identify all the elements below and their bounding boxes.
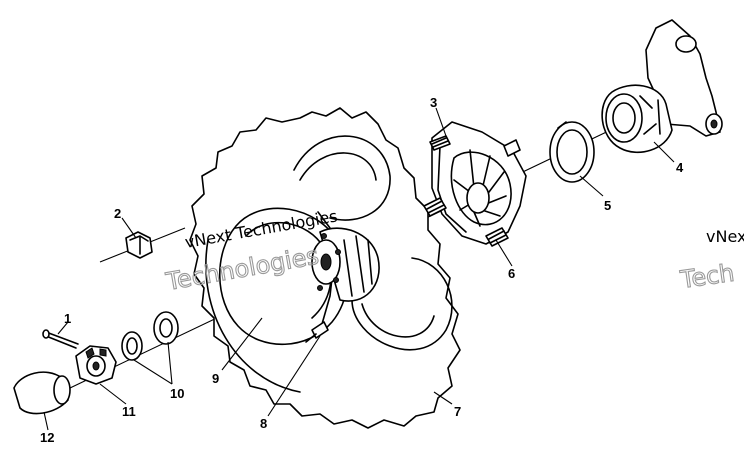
tire-face-curve (205, 239, 301, 393)
wheel-stud-mid (423, 197, 447, 217)
leader-lines (43, 107, 675, 431)
watermark-edge-text: vNex (706, 227, 744, 246)
callout-4: 4 (676, 160, 684, 175)
snap-ring (549, 121, 595, 183)
wheel-stud-top (429, 135, 451, 151)
dust-cap (13, 371, 71, 415)
callout-2: 2 (114, 206, 121, 221)
rim-center-bore (311, 239, 341, 285)
watermark-edge-outline-text: Tech (678, 259, 736, 294)
castle-nut (75, 345, 117, 385)
callout-6: 6 (508, 266, 515, 281)
cotter-pin (42, 329, 79, 349)
tire-sidewall-lower-inner (361, 303, 435, 338)
callout-9: 9 (212, 371, 219, 386)
callout-7: 7 (454, 404, 461, 419)
tire-sidewall-lower (351, 257, 453, 351)
callout-3: 3 (430, 95, 437, 110)
steering-knuckle (601, 19, 723, 154)
hub-center (466, 182, 490, 214)
wheel-stud-upper-right (503, 139, 521, 157)
callout-8: 8 (260, 416, 267, 431)
wheel-hub (423, 121, 527, 247)
callout-12: 12 (40, 430, 54, 445)
rim-outer (219, 207, 348, 346)
callout-10: 10 (170, 386, 184, 401)
callout-1: 1 (64, 311, 71, 326)
tire-sidewall-upper-inner (299, 152, 377, 181)
lug-nut (125, 231, 153, 259)
wheel-stud-bottom (485, 227, 509, 247)
callout-11: 11 (122, 404, 136, 419)
knuckle-top-boss (675, 35, 697, 53)
rim-lug-holes (317, 233, 341, 291)
washer-small (121, 331, 143, 361)
washer-large (153, 311, 179, 345)
valve-stem (305, 321, 329, 343)
tire-sidewall-upper (293, 135, 391, 221)
rim-barrel-stripes (343, 235, 373, 297)
wheel-rim (219, 207, 380, 346)
callouts: 1 2 3 4 5 6 7 8 9 10 11 12 (40, 95, 684, 445)
callout-5: 5 (604, 198, 611, 213)
